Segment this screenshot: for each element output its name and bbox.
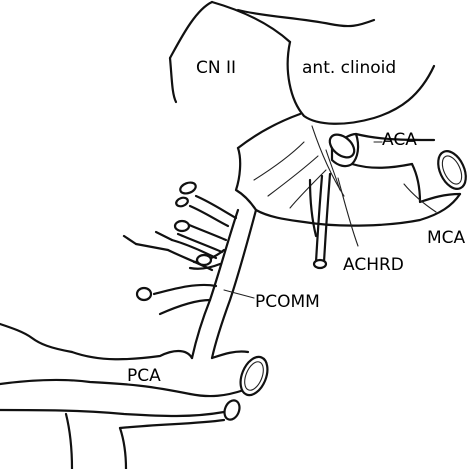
pcomm-label: PCOMM <box>255 292 320 312</box>
pca-vessel <box>0 322 269 469</box>
ant-clinoid-label: ant. clinoid <box>302 58 397 78</box>
optic-nerve <box>168 0 292 104</box>
aca-vessel <box>328 132 436 169</box>
cn2-label: CN II <box>196 58 237 78</box>
carotid-body <box>234 112 462 227</box>
mca-vessel <box>410 150 467 204</box>
achrd-label: ACHRD <box>343 255 404 275</box>
aca-label: ACA <box>382 130 417 150</box>
leader-lines <box>223 141 437 299</box>
pca-label: PCA <box>127 366 161 386</box>
achrd-vessel <box>308 172 332 270</box>
perforator-branches <box>122 181 238 316</box>
anterior-clinoid <box>236 8 436 125</box>
mca-label: MCA <box>427 228 466 248</box>
